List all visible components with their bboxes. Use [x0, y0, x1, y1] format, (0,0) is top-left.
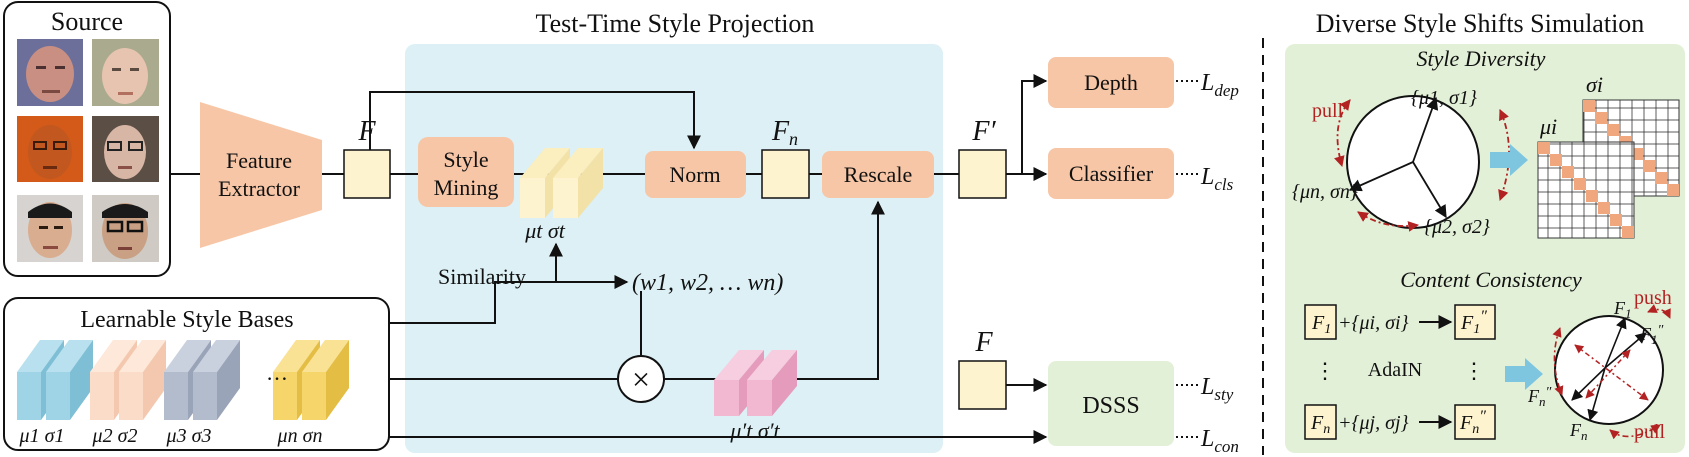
style-s2-label: {μ2, σ2} [1424, 216, 1490, 238]
mu-i-label: μi [1539, 114, 1557, 139]
style-base-label-2: μ2 σ2 [92, 425, 138, 447]
mu-t-prime-label: μ′t σ′t [729, 418, 780, 443]
content-fnpp-box [1454, 404, 1496, 440]
dsss-label: DSSS [1082, 393, 1139, 419]
style-mining-label-2: Mining [434, 175, 499, 200]
feature-fprime-label: F′ [971, 116, 996, 147]
style-sn-label: {μn, σn} [1292, 181, 1358, 203]
push-label: push [1634, 287, 1672, 309]
content-f1-box [1304, 304, 1337, 340]
style-mining-label-1: Style [443, 147, 488, 172]
content-plus-i: +{μi, σi} [1338, 312, 1409, 334]
face-image-6 [92, 195, 159, 262]
projection-title: Test-Time Style Projection [536, 9, 815, 38]
loss-sty: Lsty [1200, 374, 1234, 404]
depth-label: Depth [1084, 70, 1138, 95]
content-fn-box [1304, 404, 1337, 440]
style-base-label-3: μ3 σ3 [166, 425, 212, 447]
style-s1-label: {μ1, σ1} [1411, 87, 1477, 109]
feature-extractor-label-2: Extractor [218, 176, 301, 201]
content-f1pp-box [1454, 304, 1496, 340]
feature-f-bottom-box [958, 360, 1007, 410]
style-base-label-1: μ1 σ1 [19, 425, 65, 447]
mu-t-sigma-t-label: μt σt [524, 218, 566, 243]
content-plus-j: +{μj, σj} [1338, 412, 1409, 434]
vdots-right: ⋮ [1463, 358, 1485, 383]
style-bases-box: Learnable Style Bases [3, 297, 390, 451]
loss-dep: Ldep [1200, 70, 1239, 100]
projected-style-cuboid [714, 350, 797, 416]
feature-f-bottom-label: F [974, 327, 993, 358]
content-consistency-title: Content Consistency [1400, 267, 1582, 292]
feature-f-box [343, 149, 391, 199]
style-bases-ellipsis: … [266, 360, 288, 385]
feature-fn-label: Fn [771, 116, 798, 149]
loss-con: Lcon [1200, 426, 1239, 456]
style-grid-matrix [1537, 99, 1680, 239]
rescale-block [822, 151, 934, 198]
multiply-symbol: × [632, 361, 650, 397]
pull-label-bottom: pull [1634, 421, 1666, 443]
pull-label-top: pull [1312, 100, 1344, 122]
classifier-label: Classifier [1069, 161, 1154, 186]
norm-block [645, 151, 746, 198]
adain-label: AdaIN [1368, 359, 1422, 381]
dsss-block [1048, 361, 1174, 446]
source-title: Source [51, 7, 123, 36]
face-image-1 [17, 39, 83, 106]
style-base-3 [164, 340, 240, 420]
feature-fprime-box [958, 149, 1007, 199]
face-image-5 [17, 195, 83, 262]
sigma-i-label: σi [1586, 72, 1603, 97]
rescale-label: Rescale [844, 162, 912, 187]
face-image-4 [92, 116, 159, 182]
classifier-head [1048, 148, 1174, 199]
style-diversity-title: Style Diversity [1417, 46, 1546, 71]
style-base-n [273, 340, 349, 420]
loss-cls: Lcls [1200, 164, 1234, 194]
face-image-3 [17, 116, 83, 182]
simulation-title: Diverse Style Shifts Simulation [1316, 9, 1645, 38]
source-box: Source [3, 1, 171, 277]
transform-arrow-bottom [1505, 358, 1543, 390]
transform-arrow-top [1490, 144, 1528, 176]
style-base-1 [17, 340, 93, 420]
similarity-label: Similarity [438, 264, 526, 289]
style-mining-block [418, 137, 514, 207]
feature-fn-box [761, 149, 810, 199]
style-base-2 [90, 340, 166, 420]
style-bases-title: Learnable Style Bases [80, 307, 293, 333]
feature-extractor-label-1: Feature [226, 148, 292, 173]
face-image-2 [92, 39, 159, 106]
projection-panel [405, 44, 943, 453]
depth-head [1048, 57, 1174, 108]
vdots-left: ⋮ [1314, 358, 1336, 383]
feature-extractor [200, 102, 322, 248]
style-base-label-n: μn σn [277, 425, 323, 447]
feature-f-label: F [357, 116, 376, 147]
weights-label: (w1, w2, … wn) [632, 270, 783, 296]
norm-label: Norm [669, 162, 720, 187]
style-stat-cuboid [520, 148, 603, 218]
